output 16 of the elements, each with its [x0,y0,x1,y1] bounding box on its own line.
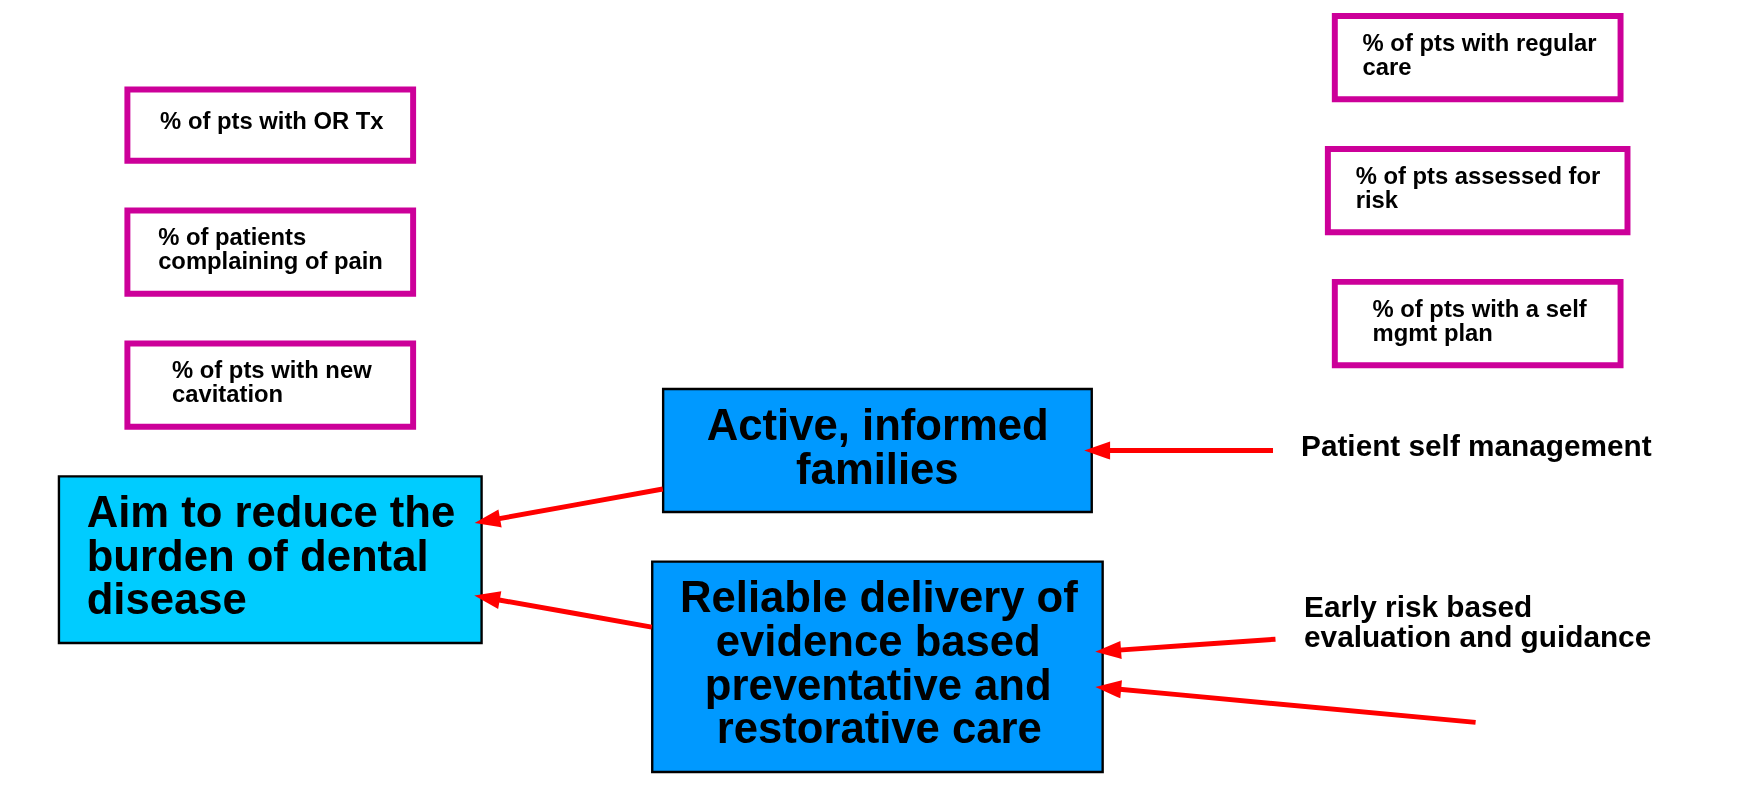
node-box: Reliable delivery of evidence based preventative and restorative care [651,560,1104,774]
node-box: Active, informed families [661,387,1093,514]
arrow [474,486,664,528]
arrow [1095,680,1476,725]
node-box: % of pts with regular care [1331,13,1624,103]
node-box: % of pts assessed for risk [1324,145,1631,236]
node-box: % of patients complaining of pain [124,207,417,297]
node-box: Aim to reduce the burden of dental disease [57,475,483,645]
node-box: % of pts with new cavitation [124,340,417,430]
arrow [1095,636,1276,659]
arrow [1084,441,1273,460]
node-box: % of pts with a self mgmt plan [1331,278,1624,369]
node-box: % of pts with OR Tx [124,86,417,164]
node-text: Early risk based evaluation and guidance [1304,590,1652,653]
node-text: Patient self management [1301,428,1652,462]
arrow [474,591,653,630]
